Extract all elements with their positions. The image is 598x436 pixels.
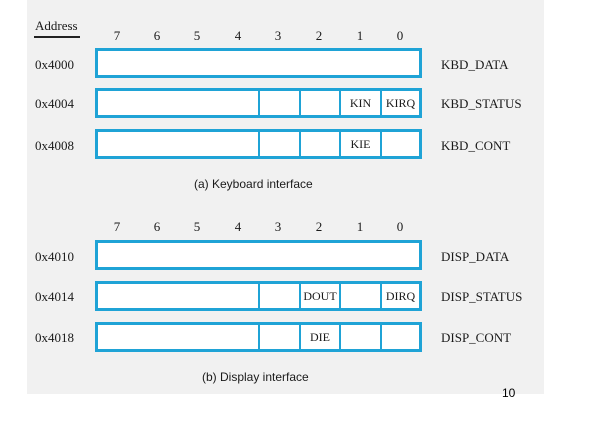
register-address: 0x4010 (35, 249, 74, 264)
bit-number-1: 1 (356, 28, 364, 43)
register-bit-0 (380, 325, 419, 349)
register-kbd-data (95, 48, 422, 78)
register-address: 0x4004 (35, 96, 74, 111)
bit-number-2: 2 (315, 219, 323, 234)
register-bit-2 (299, 132, 339, 156)
bit-number-5: 5 (193, 219, 201, 234)
bit-number-0: 0 (396, 28, 404, 43)
display-caption: (b) Display interface (202, 370, 309, 384)
register-name: DISP_DATA (441, 249, 510, 264)
register-disp-data (95, 240, 422, 270)
register-bit-3 (258, 325, 299, 349)
register-address: 0x4000 (35, 57, 74, 72)
register-kbd-status: KIN KIRQ (95, 88, 422, 118)
register-bit-3 (258, 132, 299, 156)
register-name: KBD_CONT (441, 138, 511, 153)
register-bit-dirq: DIRQ (380, 284, 419, 308)
register-bit-1 (339, 284, 380, 308)
bit-number-1: 1 (356, 219, 364, 234)
register-address: 0x4014 (35, 289, 74, 304)
bit-number-3: 3 (274, 219, 282, 234)
register-bit-3 (258, 284, 299, 308)
keyboard-caption: (a) Keyboard interface (194, 177, 313, 191)
register-name: DISP_STATUS (441, 289, 523, 304)
register-bit-0 (380, 132, 419, 156)
register-name: KBD_DATA (441, 57, 509, 72)
register-bit-kin: KIN (339, 91, 380, 115)
register-address: 0x4018 (35, 330, 74, 345)
page-number: 10 (502, 386, 516, 400)
bit-number-5: 5 (193, 28, 201, 43)
bit-number-2: 2 (315, 28, 323, 43)
register-bit-die: DIE (299, 325, 339, 349)
bit-number-6: 6 (153, 219, 161, 234)
bit-number-4: 4 (234, 219, 242, 234)
register-bit-2 (299, 91, 339, 115)
register-disp-cont: DIE (95, 322, 422, 352)
register-disp-status: DOUT DIRQ (95, 281, 422, 311)
bit-number-7: 7 (113, 28, 121, 43)
register-bit-3 (258, 91, 299, 115)
address-header-underline (34, 36, 80, 38)
bit-number-7: 7 (113, 219, 121, 234)
register-bit-dout: DOUT (299, 284, 339, 308)
bit-number-6: 6 (153, 28, 161, 43)
register-bit-kie: KIE (339, 132, 380, 156)
bit-number-3: 3 (274, 28, 282, 43)
register-name: KBD_STATUS (441, 96, 522, 111)
bit-number-4: 4 (234, 28, 242, 43)
register-kbd-cont: KIE (95, 129, 422, 159)
address-header: Address (35, 18, 78, 33)
register-address: 0x4008 (35, 138, 74, 153)
register-name: DISP_CONT (441, 330, 512, 345)
bit-number-0: 0 (396, 219, 404, 234)
register-bit-1 (339, 325, 380, 349)
register-bit-kirq: KIRQ (380, 91, 419, 115)
